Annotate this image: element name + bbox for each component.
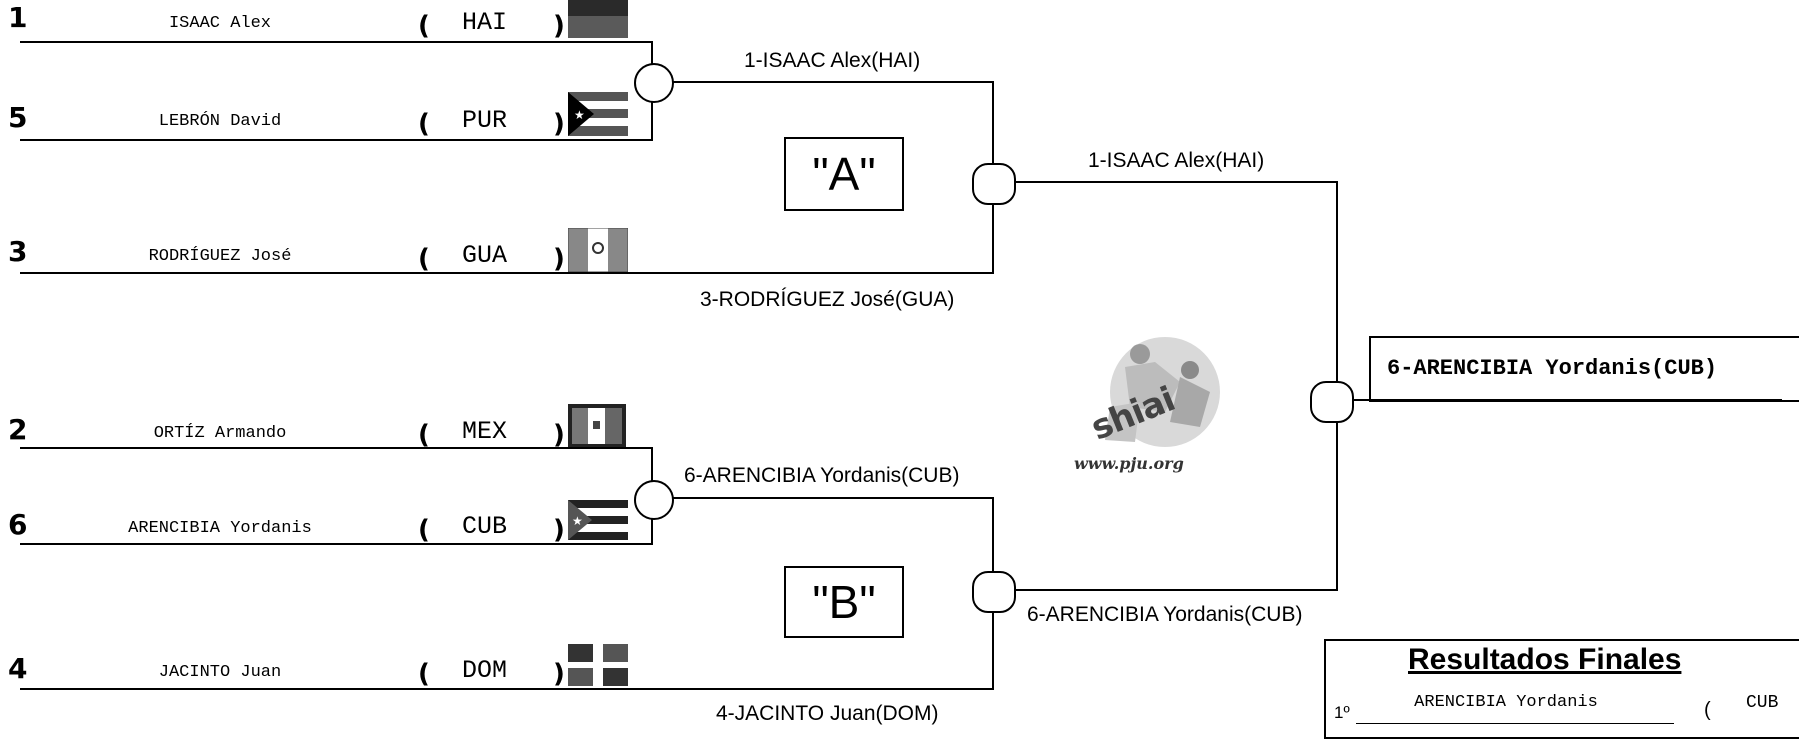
- player-name: JACINTO Juan: [158, 663, 282, 682]
- close-paren: ): [553, 659, 565, 689]
- result-paren: (: [1704, 699, 1711, 721]
- bracket-line: [652, 81, 994, 83]
- open-paren: (: [418, 420, 430, 450]
- match-node[interactable]: [634, 63, 674, 103]
- close-paren: ): [553, 11, 565, 41]
- guatemala-flag-icon: [568, 228, 628, 272]
- round-winner: 1-ISAAC Alex(HAI): [1088, 149, 1265, 172]
- results-panel: Resultados Finales 1º ARENCIBIA Yordanis…: [1324, 639, 1799, 739]
- logo-url-text: www.pju.org: [1074, 454, 1184, 473]
- match-node[interactable]: [972, 163, 1016, 205]
- country-code: PUR: [462, 106, 508, 135]
- bracket-line: [1352, 399, 1782, 401]
- seed-number: 1: [8, 1, 28, 34]
- cuba-flag-icon: ★: [568, 500, 628, 544]
- seed-number: 5: [8, 101, 28, 134]
- player-name: ISAAC Alex: [168, 14, 272, 33]
- result-name: ARENCIBIA Yordanis: [1414, 693, 1598, 712]
- puerto-rico-flag-icon: ★: [568, 92, 628, 136]
- haiti-flag-icon: [568, 0, 628, 38]
- bracket-line: [20, 139, 652, 141]
- bracket-line: [20, 41, 652, 43]
- open-paren: (: [418, 109, 430, 139]
- seed-number: 6: [8, 508, 28, 541]
- bracket-line: [20, 447, 652, 449]
- country-code: GUA: [462, 241, 508, 270]
- round-winner: 6-ARENCIBIA Yordanis(CUB): [1027, 603, 1303, 626]
- result-line: [1356, 723, 1674, 724]
- round-winner: 6-ARENCIBIA Yordanis(CUB): [684, 464, 960, 487]
- round-loser: 3-RODRÍGUEZ José(GUA): [700, 288, 955, 311]
- close-paren: ): [553, 515, 565, 545]
- round-loser: 4-JACINTO Juan(DOM): [716, 702, 939, 725]
- result-code: CUB: [1746, 693, 1779, 713]
- mexico-flag-icon: [568, 404, 626, 448]
- match-node[interactable]: [1310, 381, 1354, 423]
- pool-b-label: "B": [784, 566, 904, 638]
- seed-number: 3: [8, 235, 28, 268]
- bracket-line: [1014, 589, 1338, 591]
- svg-text:★: ★: [572, 514, 583, 528]
- player-name: ARENCIBIA Yordanis: [128, 519, 312, 538]
- match-node[interactable]: [634, 480, 674, 520]
- match-node[interactable]: [972, 571, 1016, 613]
- bracket-line: [1014, 181, 1338, 183]
- svg-text:★: ★: [574, 108, 585, 122]
- seed-number: 2: [8, 413, 28, 446]
- round-winner: 1-ISAAC Alex(HAI): [744, 49, 921, 72]
- dominican-republic-flag-icon: [568, 644, 628, 686]
- open-paren: (: [418, 11, 430, 41]
- champion-box: 6-ARENCIBIA Yordanis(CUB): [1369, 336, 1799, 402]
- bracket-line: [20, 688, 992, 690]
- open-paren: (: [418, 515, 430, 545]
- open-paren: (: [418, 659, 430, 689]
- bracket-line: [20, 543, 652, 545]
- judo-logo-icon: shiai www.pju.org: [1070, 332, 1250, 476]
- player-name: ORTÍZ Armando: [153, 424, 287, 443]
- player-name: LEBRÓN David: [158, 112, 282, 131]
- bracket-line: [20, 272, 992, 274]
- results-title: Resultados Finales: [1408, 643, 1682, 676]
- close-paren: ): [553, 420, 565, 450]
- seed-number: 4: [8, 652, 28, 685]
- player-name: RODRÍGUEZ José: [148, 247, 292, 266]
- country-code: CUB: [462, 512, 508, 541]
- country-code: HAI: [462, 8, 508, 37]
- country-code: MEX: [462, 417, 508, 446]
- open-paren: (: [418, 244, 430, 274]
- result-place: 1º: [1334, 703, 1350, 722]
- close-paren: ): [553, 244, 565, 274]
- bracket-line: [652, 497, 994, 499]
- country-code: DOM: [462, 656, 508, 685]
- close-paren: ): [553, 109, 565, 139]
- pool-a-label: "A": [784, 137, 904, 211]
